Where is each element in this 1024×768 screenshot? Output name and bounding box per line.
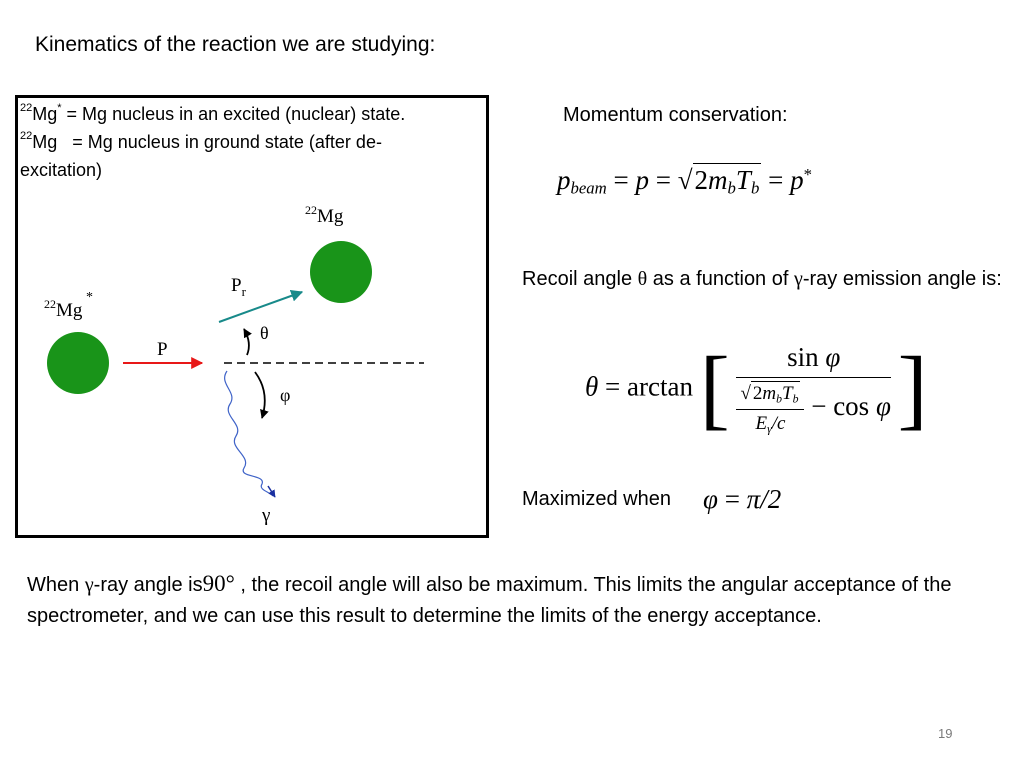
excited-nucleus	[47, 332, 109, 394]
ground-nucleus	[310, 241, 372, 303]
recoil-momentum-arrow	[218, 290, 304, 323]
slide-title: Kinematics of the reaction we are studyi…	[35, 33, 436, 56]
recoil-angle-equation: θ = arctan [ sin φ √2mbTb Eγ/c − cos φ ]	[585, 339, 928, 439]
excited-nucleus-label: 22Mg	[44, 297, 83, 321]
phi-label: φ	[280, 385, 290, 405]
theta-arc	[243, 328, 252, 356]
gamma-label: γ	[261, 505, 270, 526]
gamma-arrow-head	[267, 485, 276, 498]
gamma-photon-wave	[224, 370, 274, 497]
ground-nucleus-label: 22Mg	[305, 203, 344, 227]
maximized-label: Maximized when	[522, 488, 671, 510]
momentum-conservation-equation: pbeam = p = √2mbTb = p*	[557, 163, 812, 198]
page-number: 19	[938, 726, 953, 741]
conclusion-paragraph: When γ-ray angle is90° , the recoil angl…	[27, 571, 952, 627]
nucleus-legend: 22Mg* = Mg nucleus in an excited (nuclea…	[20, 100, 488, 184]
beam-momentum-label: P	[157, 339, 168, 360]
maximized-equation: φ = π/2	[703, 484, 782, 514]
momentum-conservation-heading: Momentum conservation:	[563, 104, 788, 126]
recoil-momentum-label: Pr	[231, 275, 247, 299]
recoil-angle-description: Recoil angle θ as a function of γ-ray em…	[522, 268, 1002, 290]
reaction-diagram-frame	[15, 95, 489, 538]
phi-arc	[254, 371, 269, 419]
recoil-fraction: sin φ √2mbTb Eγ/c − cos φ	[736, 342, 891, 437]
legend-line-ground: 22Mg = Mg nucleus in ground state (after…	[20, 130, 382, 181]
theta-label: θ	[260, 323, 269, 343]
legend-line-excited: 22Mg* = Mg nucleus in an excited (nuclea…	[20, 102, 406, 125]
excited-star: *	[86, 290, 93, 305]
